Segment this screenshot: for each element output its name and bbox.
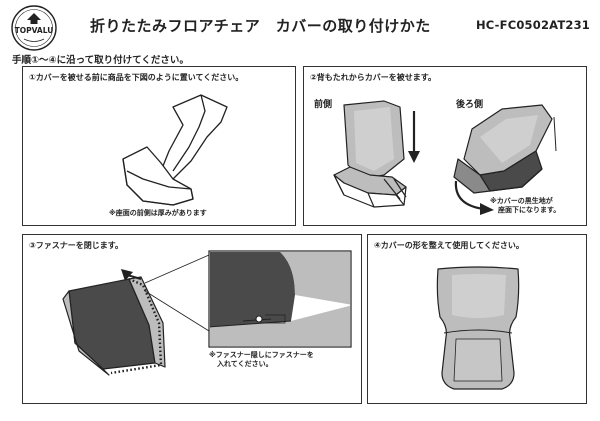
page-title: 折りたたみフロアチェア カバーの取り付けかた <box>90 17 431 35</box>
step-2-title: ②背もたれからカバーを被せます。 <box>310 73 436 82</box>
step-2-panel: ②背もたれからカバーを被せます。 前側 後ろ側 <box>303 66 587 226</box>
back-side-label: 後ろ側 <box>456 100 484 110</box>
step-3-note-line-2: 入れてください。 <box>217 360 273 369</box>
chair-uncovered-illustration <box>122 94 228 206</box>
step-1-panel: ①カバーを被せる前に商品を下図のように置いてください。 ※座面の前側は厚みがあり… <box>22 66 296 226</box>
model-number: HC-FC0502AT231 <box>475 18 590 32</box>
step-1-note: ※座面の前側は厚みがあります <box>109 209 207 217</box>
topvalu-logo: TOPVALU <box>11 5 57 51</box>
step-3-note: ※ファスナー隠しにファスナーを 入れてください。 <box>209 351 314 369</box>
step-1-title: ①カバーを被せる前に商品を下図のように置いてください。 <box>29 73 244 82</box>
step-3-panel: ③ファスナーを閉じます。 ※ファスナー隠しにファスナー <box>22 234 362 404</box>
chair-covered-illustration <box>436 266 520 390</box>
instruction-text: 手順①～④に沿って取り付けてください。 <box>12 55 189 66</box>
header: TOPVALU 折りたたみフロアチェア カバーの取り付けかた HC-FC0502… <box>0 0 600 52</box>
step-2-note-line-2: 座面下になります。 <box>498 206 561 215</box>
logo-text: TOPVALU <box>15 26 54 35</box>
step-2-note: ※カバーの黒生地が 座面下になります。 <box>490 197 560 215</box>
step-3-note-line-1: ※ファスナー隠しにファスナーを <box>209 351 314 359</box>
step-4-title: ④カバーの形を整えて使用してください。 <box>374 241 524 250</box>
step-4-panel: ④カバーの形を整えて使用してください。 <box>367 234 587 404</box>
zipper-illustration <box>62 250 352 376</box>
front-side-label: 前側 <box>314 100 333 110</box>
step-3-title: ③ファスナーを閉じます。 <box>29 241 123 250</box>
step-2-note-line-1: ※カバーの黒生地が <box>490 197 553 205</box>
front-cover-illustration <box>333 100 557 215</box>
